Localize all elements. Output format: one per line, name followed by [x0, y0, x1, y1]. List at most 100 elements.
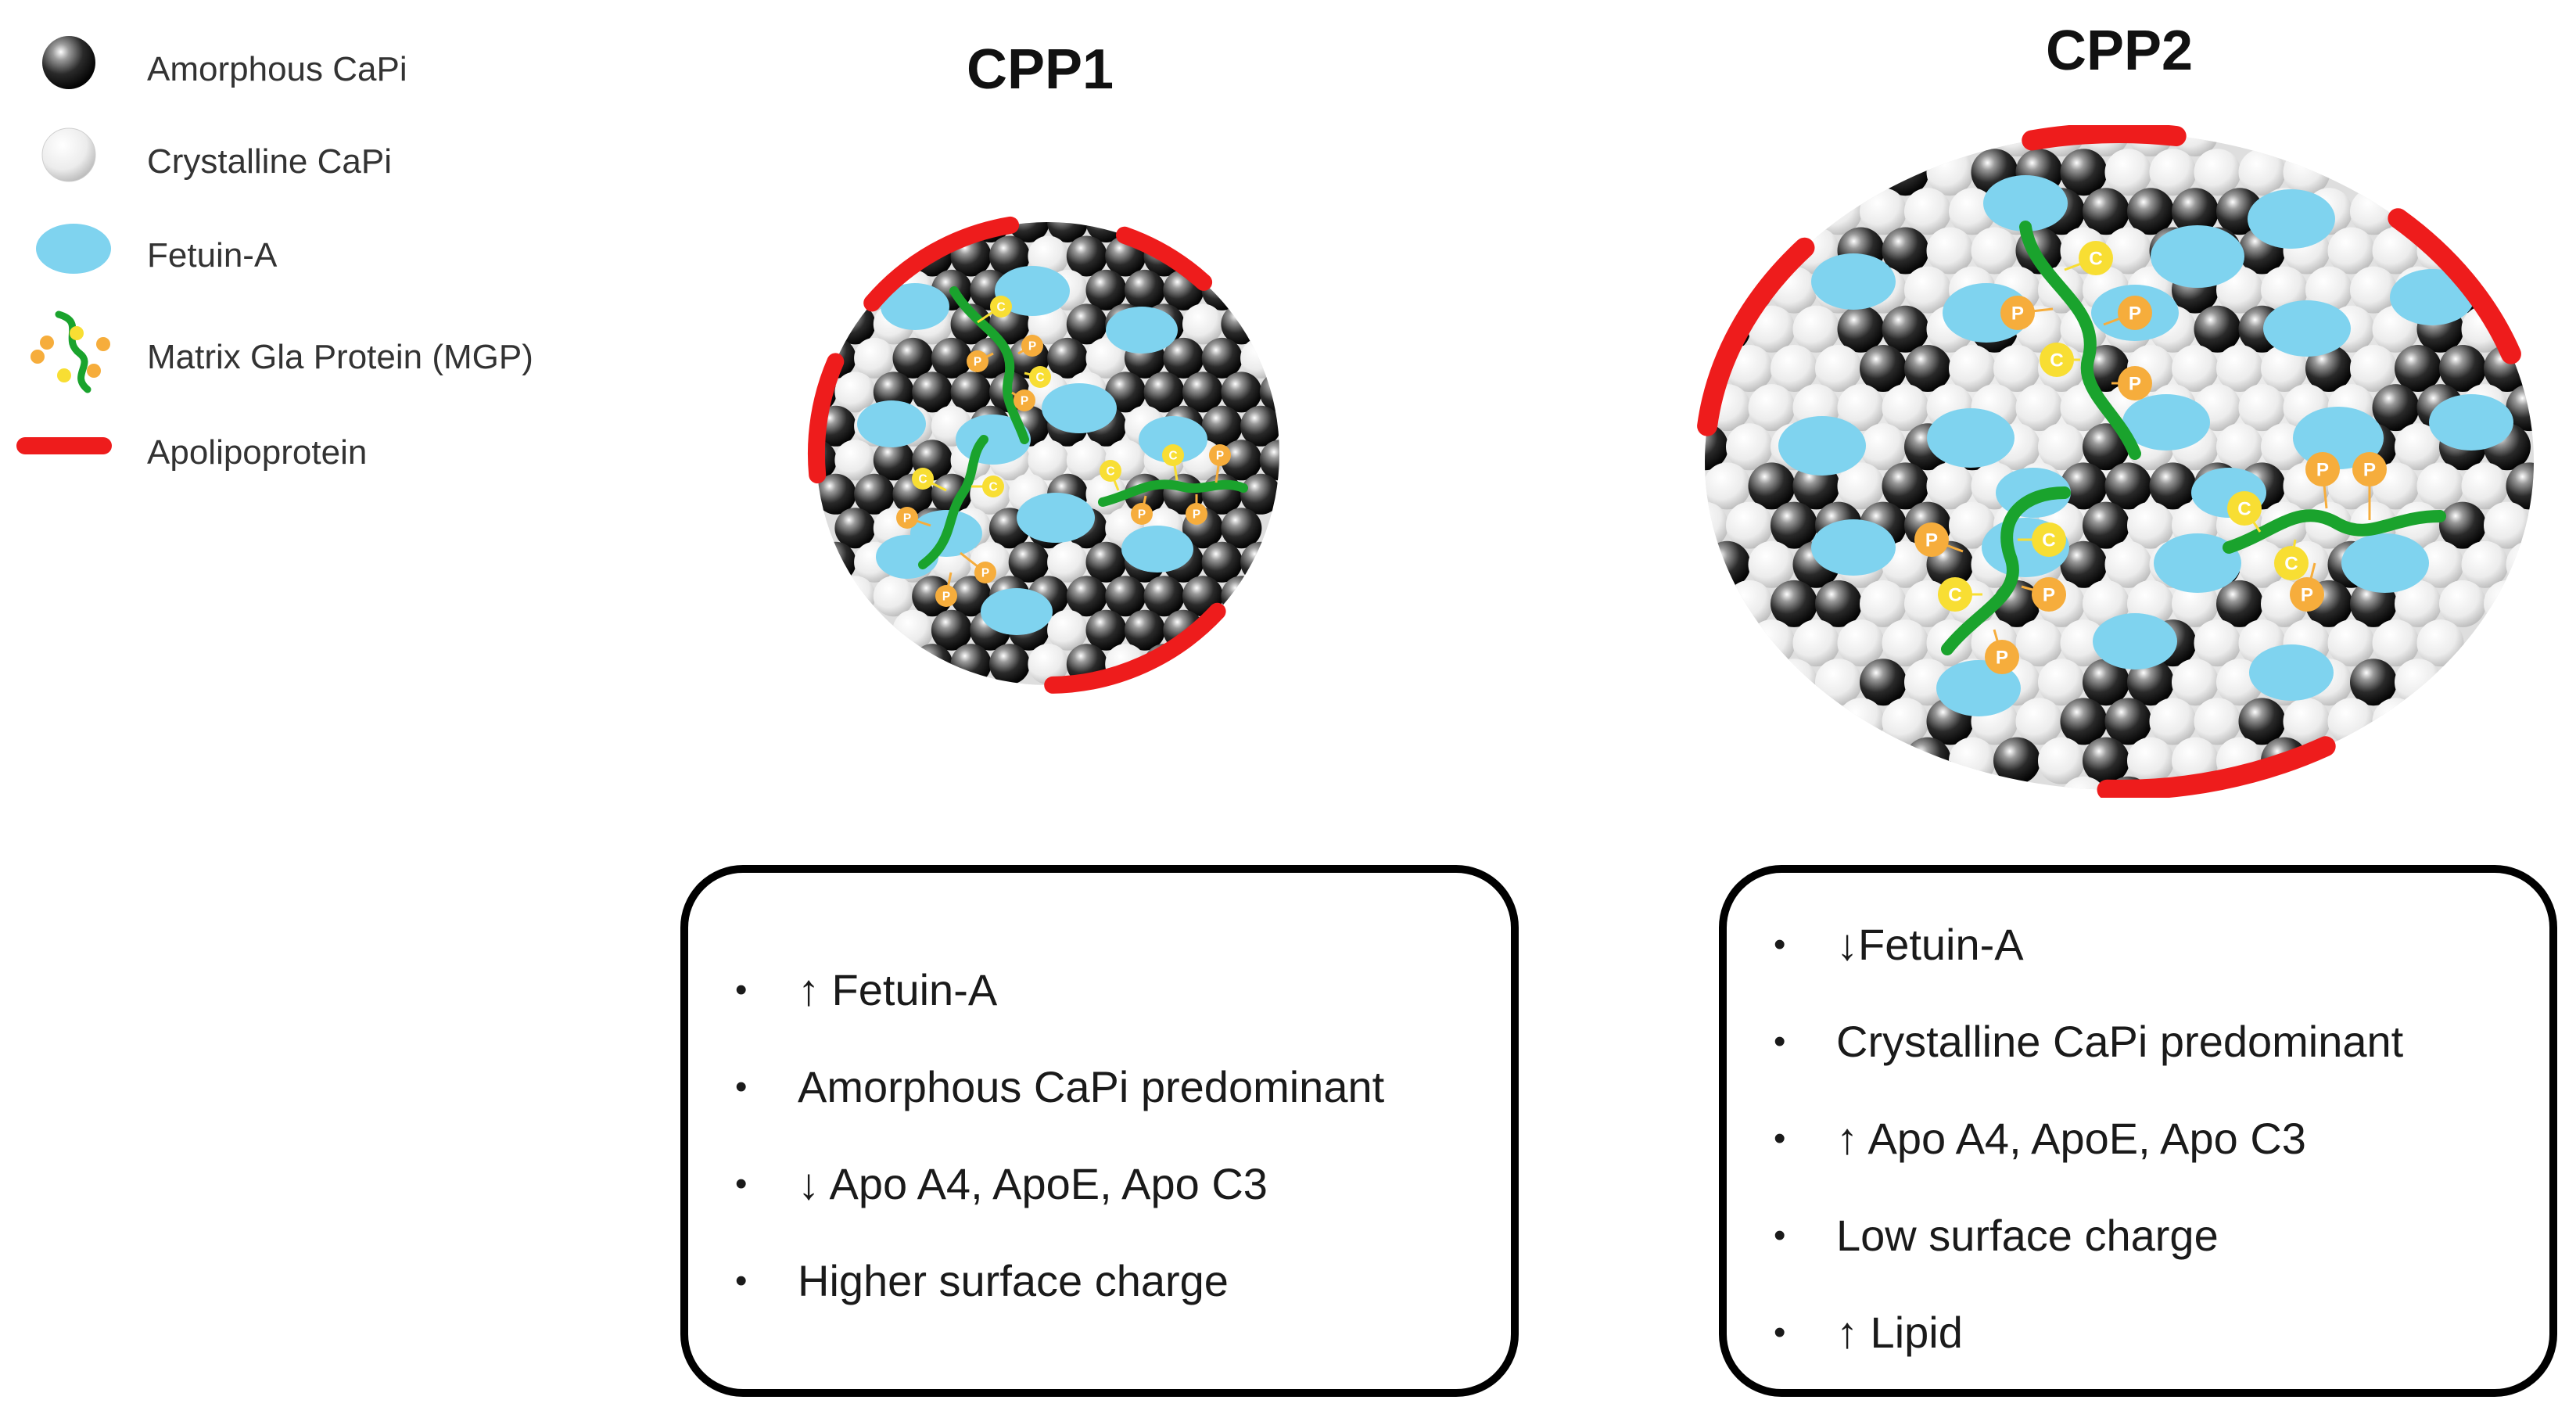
amorphous-capi-sphere — [2083, 188, 2129, 235]
crystalline-capi-sphere — [2149, 149, 2197, 196]
mgp-tag-letter: P — [2129, 303, 2141, 324]
crystalline-capi-sphere — [2327, 698, 2375, 745]
mgp-tag — [2352, 452, 2387, 486]
mgp-tag-letter: C — [2284, 553, 2298, 574]
mgp-chain — [2223, 509, 2446, 554]
crystalline-capi-sphere — [1705, 501, 1728, 549]
amorphous-capi-sphere — [2238, 698, 2286, 745]
crystalline-capi-sphere — [1748, 540, 1796, 588]
mgp-tag — [2227, 491, 2262, 526]
fetuin-a-molecule — [1936, 660, 2021, 716]
amorphous-capi-sphere — [2439, 345, 2486, 392]
fetuin-a-molecule — [2122, 394, 2210, 450]
legend-label: Crystalline CaPi — [147, 142, 392, 181]
crystalline-capi-sphere — [2416, 462, 2464, 510]
crystalline-capi-sphere — [2283, 698, 2330, 745]
amorphous-capi-sphere — [2372, 384, 2420, 432]
crystalline-capi-sphere — [2238, 149, 2286, 196]
crystalline-capi-sphere — [2461, 540, 2509, 588]
apolipoprotein-band — [2022, 125, 2187, 151]
amorphous-capi-sphere — [1105, 576, 1146, 617]
mgp-tag-letter: P — [903, 511, 911, 525]
mgp-tag — [2040, 343, 2074, 377]
mgp-tag — [1914, 522, 1949, 557]
amorphous-capi-sphere — [1201, 337, 1243, 379]
crystalline-capi-sphere — [873, 576, 914, 617]
amorphous-capi-sphere — [1748, 462, 1796, 510]
fetuin-a-molecule — [2263, 300, 2351, 357]
crystalline-capi-sphere — [2283, 149, 2330, 196]
crystalline-capi-sphere — [1028, 440, 1069, 481]
mgp-tag — [2118, 366, 2152, 400]
fetuin-a-molecule — [2390, 269, 2474, 325]
cpp2-summary-box: ↓Fetuin-A Crystalline CaPi predominant ↑… — [1719, 865, 2557, 1397]
amorphous-capi-sphere — [2083, 737, 2129, 784]
mgp-icon — [30, 310, 110, 393]
crystalline-capi-sphere — [1771, 659, 1817, 706]
amorphous-capi-sphere — [1240, 405, 1279, 447]
amorphous-capi-sphere — [2172, 188, 2219, 235]
amorphous-capi-icon — [42, 36, 95, 89]
mgp-tag-letter: P — [2301, 584, 2313, 605]
fetuin-a-molecule — [2341, 533, 2429, 593]
crystalline-capi-sphere — [2194, 619, 2241, 667]
crystalline-capi-sphere — [1028, 644, 1069, 685]
amorphous-capi-sphere — [1705, 423, 1728, 471]
amorphous-capi-sphere — [2083, 501, 2129, 549]
amorphous-capi-sphere — [1904, 737, 1951, 784]
mgp-tag — [2032, 577, 2066, 612]
crystalline-capi-sphere — [1726, 423, 1773, 471]
crystalline-capi-sphere — [2194, 149, 2241, 196]
amorphous-capi-sphere — [950, 303, 992, 345]
amorphous-capi-sphere — [989, 644, 1030, 685]
amorphous-capi-sphere — [1201, 405, 1243, 447]
mgp-tag-letter: P — [1216, 449, 1224, 462]
amorphous-capi-sphere — [1182, 372, 1223, 413]
crystalline-capi-sphere — [2327, 227, 2375, 275]
amorphous-capi-sphere — [816, 473, 856, 515]
crystalline-capi-sphere — [2038, 423, 2085, 471]
crystalline-capi-sphere — [2015, 619, 2063, 667]
mgp-tag-letter: P — [2363, 459, 2376, 480]
fetuin-a-molecule — [1017, 493, 1095, 543]
amorphous-capi-sphere — [1143, 576, 1185, 617]
apolipoprotein-band — [2097, 736, 2336, 798]
mgp-tag — [1162, 444, 1184, 466]
amorphous-capi-sphere — [816, 541, 856, 583]
amorphous-capi-sphere — [912, 644, 953, 685]
amorphous-capi-sphere — [1860, 345, 1907, 392]
crystalline-capi-sphere — [2083, 133, 2129, 156]
amorphous-capi-sphere — [892, 337, 934, 379]
mgp-tag-letter: P — [1925, 529, 1938, 551]
amorphous-capi-sphere — [1201, 541, 1243, 583]
amorphous-capi-sphere — [1085, 269, 1127, 310]
mgp-tag — [1131, 503, 1153, 525]
crystalline-capi-sphere — [2216, 345, 2263, 392]
legend-label: Amorphous CaPi — [147, 50, 407, 88]
crystalline-capi-sphere — [2238, 384, 2286, 432]
crystalline-capi-sphere — [2372, 619, 2420, 667]
amorphous-capi-sphere — [1259, 440, 1279, 481]
crystalline-capi-sphere — [2484, 580, 2531, 627]
crystalline-capi-sphere — [2104, 149, 2152, 196]
amorphous-capi-sphere — [1143, 372, 1185, 413]
crystalline-capi-sphere — [1182, 303, 1223, 345]
crystalline-capi-sphere — [1815, 345, 1862, 392]
cpp2-bullet-charge: Low surface charge — [1774, 1204, 2403, 1301]
amorphous-capi-sphere — [1124, 269, 1165, 310]
amorphous-capi-sphere — [1047, 222, 1089, 242]
mgp-chain — [1098, 479, 1248, 507]
crystalline-capi-sphere — [1792, 305, 1840, 353]
crystalline-capi-sphere — [1047, 541, 1089, 583]
fetuin-a-molecule — [1139, 416, 1207, 463]
crystalline-capi-sphere — [2172, 133, 2219, 156]
amorphous-capi-sphere — [1837, 305, 1885, 353]
crystalline-capi-sphere — [854, 337, 895, 379]
cpp1-bullet-fetuin: ↑ Fetuin-A — [735, 959, 1384, 1056]
amorphous-capi-sphere — [1882, 305, 1929, 353]
apolipoprotein-band — [2388, 208, 2521, 364]
crystalline-capi-sphere — [2238, 540, 2286, 588]
amorphous-capi-sphere — [931, 337, 972, 379]
amorphous-capi-sphere — [1085, 541, 1127, 583]
